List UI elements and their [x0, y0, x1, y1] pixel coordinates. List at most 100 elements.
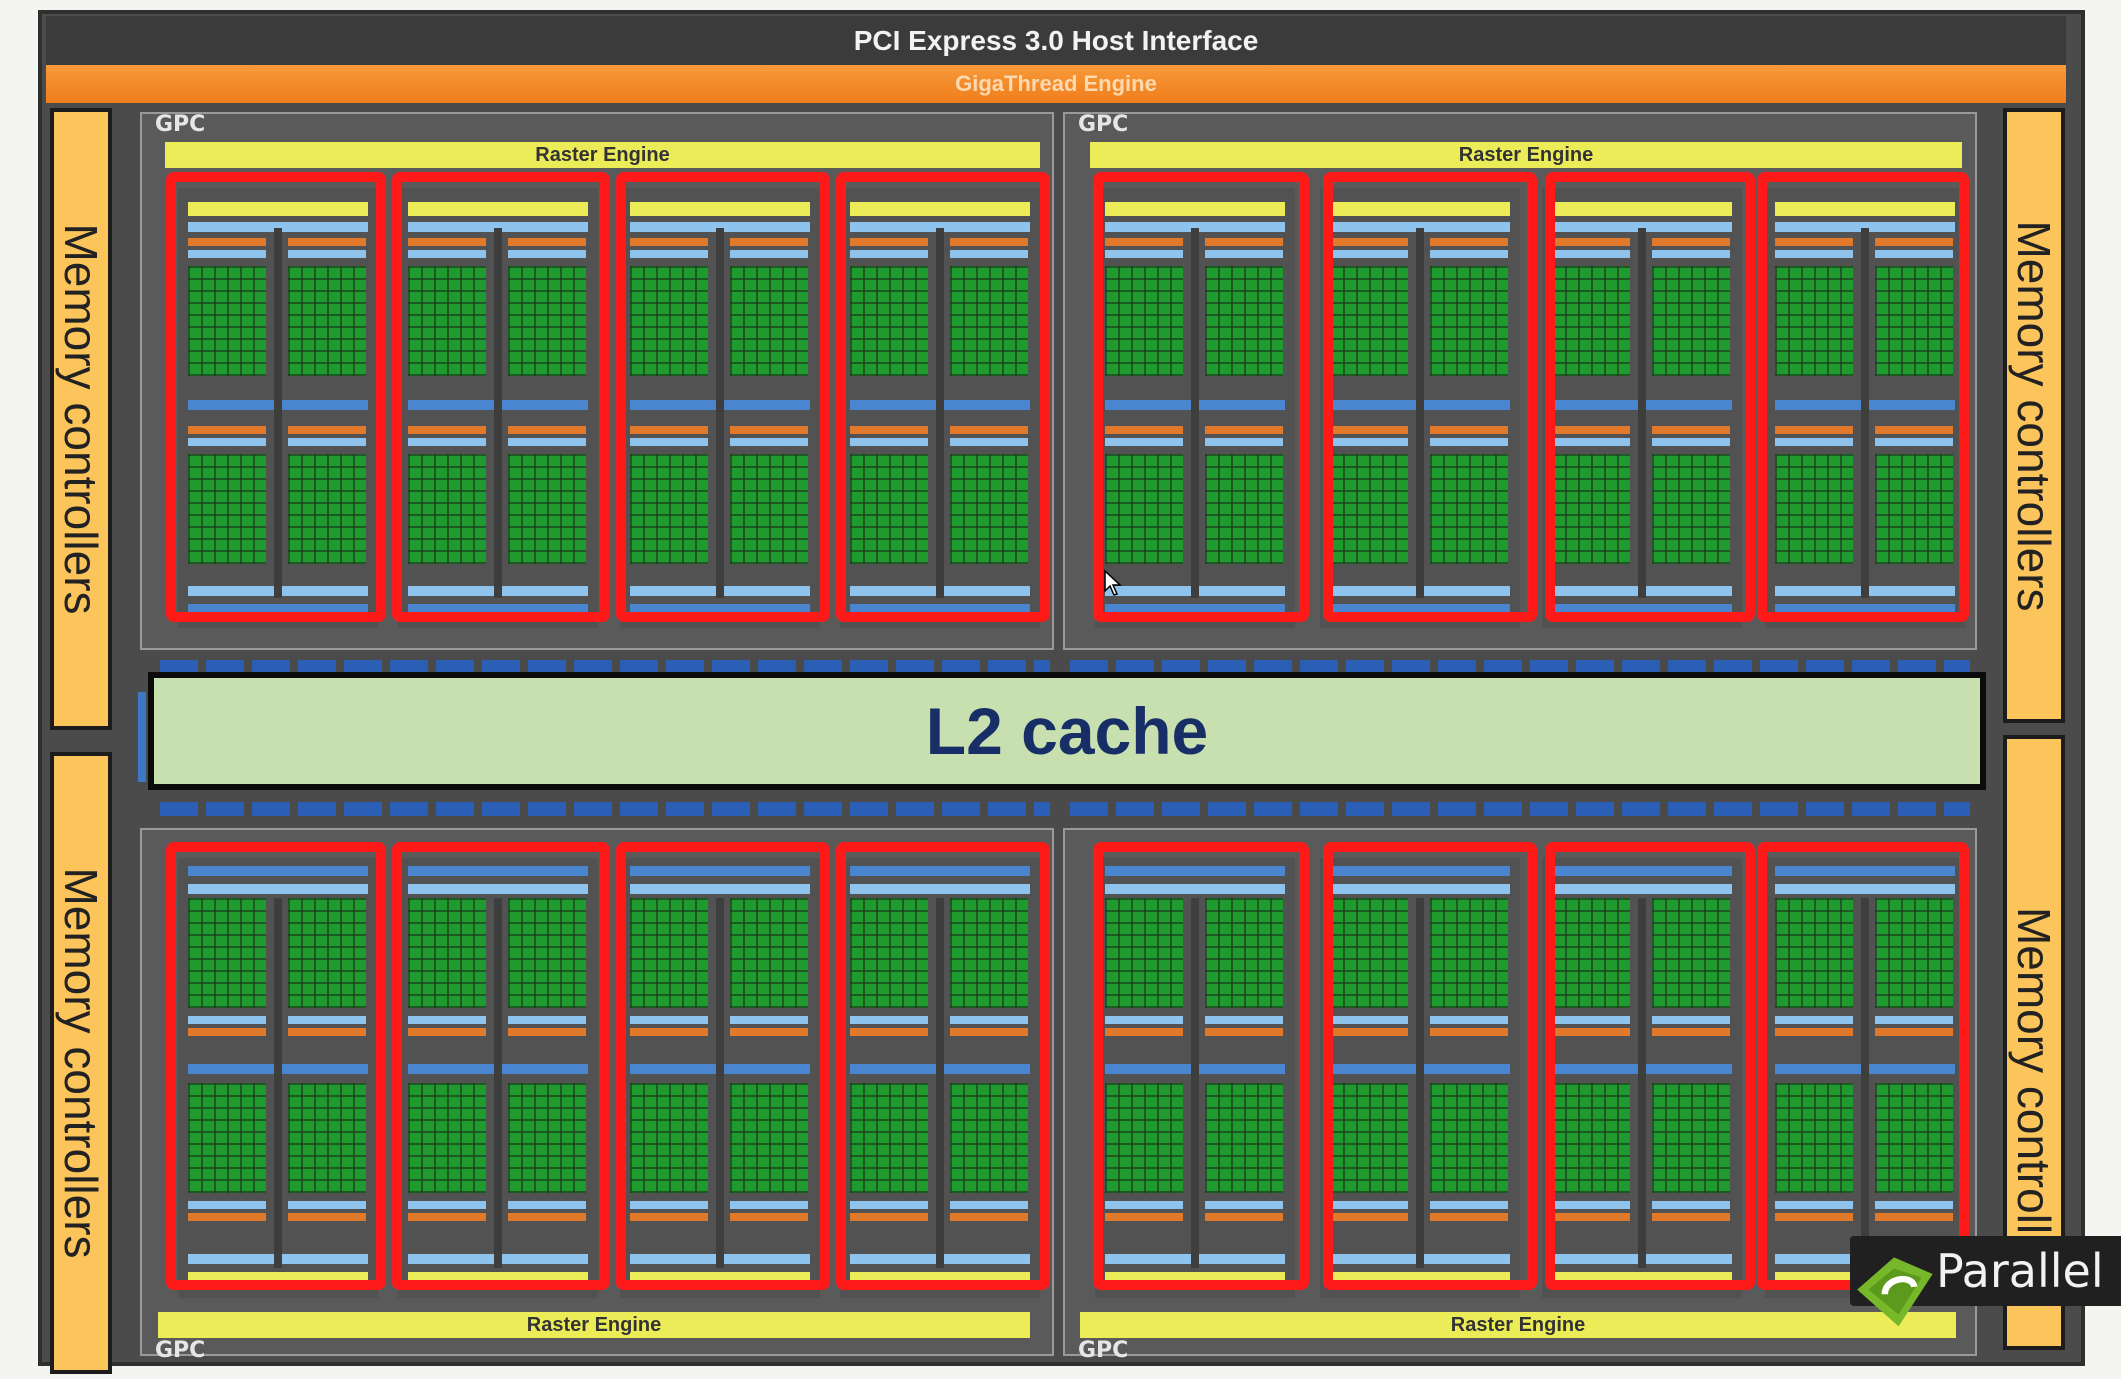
shared-memory: [1552, 604, 1732, 614]
streaming-multiprocessor: [840, 188, 1040, 628]
cuda-cores: [1205, 1083, 1283, 1193]
cuda-cores: [1105, 454, 1183, 564]
dispatch-unit: [1105, 426, 1183, 434]
cuda-cores: [950, 266, 1028, 376]
register-file: [188, 1016, 266, 1024]
dispatch-unit: [288, 1213, 366, 1221]
register-file: [630, 438, 708, 446]
dispatch-unit: [1875, 1028, 1953, 1036]
cuda-cores: [1205, 898, 1283, 1008]
cuda-cores: [1875, 1083, 1953, 1193]
sm-highlight-frame: [836, 172, 1050, 622]
register-file: [950, 438, 1028, 446]
cuda-cores: [1330, 1083, 1408, 1193]
sm-divider: [716, 228, 724, 598]
cuda-cores: [1552, 454, 1630, 564]
memory-controllers-bottom-left: Memory controllers: [50, 752, 112, 1374]
memory-controllers-label: Memory controllers: [2008, 219, 2060, 612]
sm-divider: [1638, 228, 1646, 598]
warp-scheduler: [1330, 222, 1510, 232]
parallel-logo-icon: [1857, 1257, 1933, 1327]
crossbar-bus-top-right: [1070, 660, 1970, 674]
dispatch-unit: [1330, 426, 1408, 434]
dispatch-unit: [730, 426, 808, 434]
register-file: [1875, 1016, 1953, 1024]
register-file: [1552, 1016, 1630, 1024]
sm-highlight-frame: [1545, 842, 1755, 1290]
cuda-cores: [1430, 898, 1508, 1008]
dispatch-unit: [950, 1028, 1028, 1036]
texture-cache: [1775, 884, 1955, 894]
dispatch-unit: [1330, 1028, 1408, 1036]
raster-engine: Raster Engine: [165, 142, 1040, 168]
texture-cache: [1105, 884, 1285, 894]
streaming-multiprocessor: [1542, 188, 1742, 628]
core-block: [1652, 238, 1730, 388]
core-block: [508, 426, 586, 576]
warp-scheduler: [408, 222, 588, 232]
core-block: [950, 1083, 1028, 1233]
cuda-cores: [850, 898, 928, 1008]
dispatch-unit: [1552, 1213, 1630, 1221]
streaming-multiprocessor: [1765, 188, 1965, 628]
core-block: [1875, 898, 1953, 1048]
core-block: [1775, 898, 1853, 1048]
sm-divider: [494, 228, 502, 598]
cuda-cores: [850, 1083, 928, 1193]
cuda-cores: [1652, 898, 1730, 1008]
register-file: [1205, 250, 1283, 258]
dispatch-unit: [630, 1028, 708, 1036]
cuda-cores: [408, 898, 486, 1008]
cuda-cores: [1652, 454, 1730, 564]
dispatch-unit: [188, 1213, 266, 1221]
core-block: [1875, 238, 1953, 388]
gpc-label: GPC: [1078, 1338, 1129, 1363]
texture-cache: [188, 884, 368, 894]
dispatch-unit: [1775, 1213, 1853, 1221]
streaming-multiprocessor: [620, 858, 820, 1298]
cuda-cores: [1105, 1083, 1183, 1193]
register-file: [1652, 438, 1730, 446]
core-block: [408, 1083, 486, 1233]
instruction-cache: [1330, 202, 1510, 216]
cuda-cores: [288, 898, 366, 1008]
dispatch-unit: [950, 426, 1028, 434]
sm-divider: [494, 898, 502, 1268]
dispatch-unit: [1652, 426, 1730, 434]
cuda-cores: [508, 266, 586, 376]
cuda-cores: [188, 1083, 266, 1193]
dispatch-unit: [730, 1028, 808, 1036]
streaming-multiprocessor: [398, 858, 598, 1298]
cuda-cores: [1330, 454, 1408, 564]
register-file: [1105, 250, 1183, 258]
texture-cache: [1330, 884, 1510, 894]
core-block: [630, 898, 708, 1048]
cuda-cores: [1775, 1083, 1853, 1193]
texture-cache: [1552, 884, 1732, 894]
raster-engine: Raster Engine: [1080, 1312, 1956, 1338]
cuda-cores: [408, 266, 486, 376]
register-file: [1775, 1201, 1853, 1209]
core-block: [288, 426, 366, 576]
core-block: [1652, 426, 1730, 576]
memory-controllers-label: Memory controller: [2008, 907, 2060, 1276]
dispatch-unit: [1552, 1028, 1630, 1036]
dispatch-unit: [630, 1213, 708, 1221]
warp-scheduler: [1552, 222, 1732, 232]
dispatch-unit: [508, 1213, 586, 1221]
dispatch-unit: [630, 238, 708, 246]
register-file: [1105, 438, 1183, 446]
register-file: [188, 438, 266, 446]
register-file: [630, 250, 708, 258]
core-block: [1105, 1083, 1183, 1233]
core-block: [1430, 1083, 1508, 1233]
sm-divider: [1861, 898, 1869, 1268]
warp-scheduler: [188, 222, 368, 232]
core-block: [850, 898, 928, 1048]
core-block: [630, 1083, 708, 1233]
register-file: [1430, 250, 1508, 258]
cuda-cores: [1552, 898, 1630, 1008]
dispatch-unit: [1775, 238, 1853, 246]
dispatch-unit: [630, 426, 708, 434]
register-file: [508, 438, 586, 446]
